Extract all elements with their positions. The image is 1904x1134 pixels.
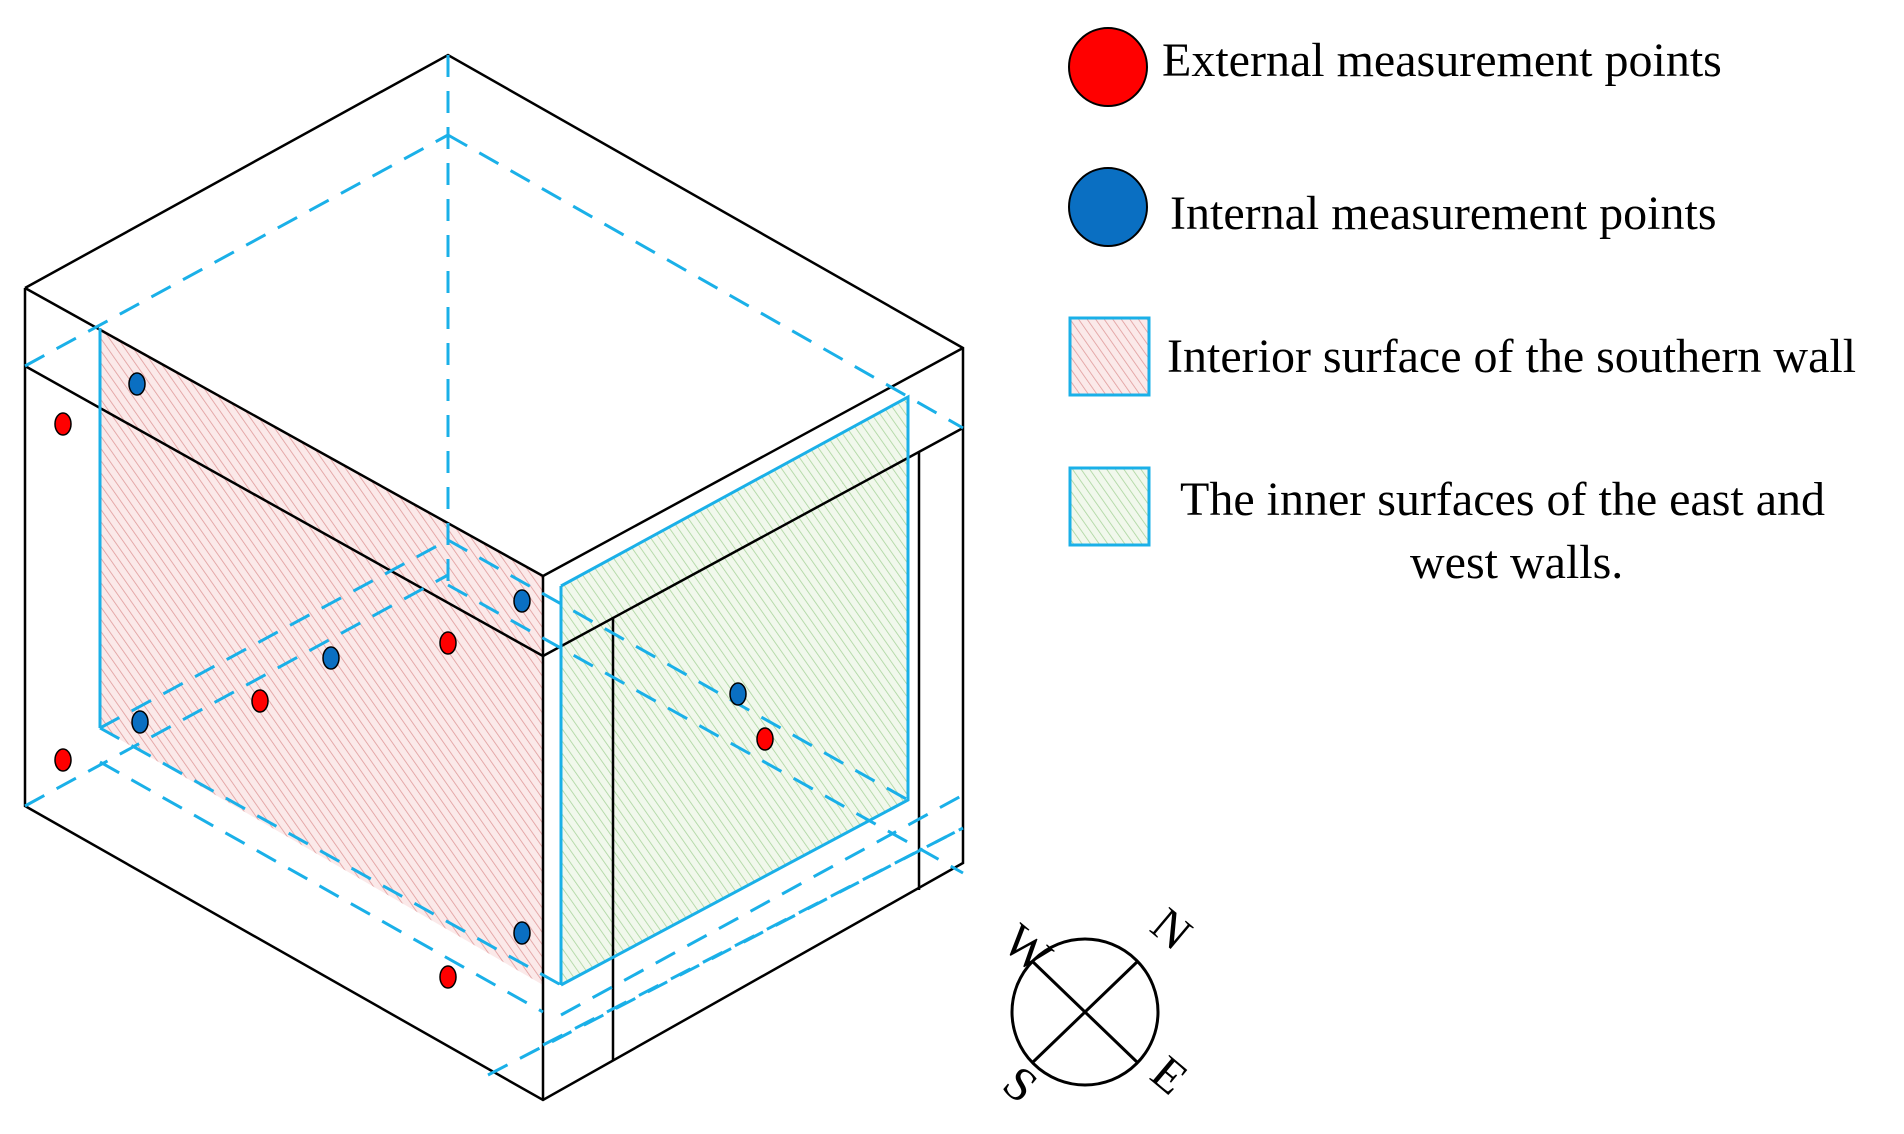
internal-point — [513, 589, 531, 613]
legend-east-west-label-line1: The inner surfaces of the east and — [1180, 473, 1825, 526]
internal-measurement-points — [128, 372, 747, 945]
external-point — [54, 412, 72, 436]
legend-east-west-swatch — [1068, 466, 1151, 547]
compass-n: N — [1141, 898, 1202, 961]
external-point — [251, 689, 269, 713]
external-point — [439, 631, 457, 655]
surface-outlines — [98, 328, 910, 987]
internal-point — [322, 646, 340, 670]
legend-south-wall-label: Interior surface of the southern wall — [1167, 330, 1856, 383]
internal-point — [128, 372, 146, 396]
legend-external-label: External measurement points — [1162, 34, 1722, 87]
compass-axis-ne-sw — [1030, 959, 1140, 1065]
internal-point — [729, 682, 747, 706]
legend-external-marker — [1068, 27, 1148, 107]
legend-south-wall-swatch — [1068, 316, 1151, 397]
external-measurement-points — [54, 412, 774, 989]
external-point — [756, 727, 774, 751]
internal-point — [131, 710, 149, 734]
legend-internal-marker — [1068, 167, 1148, 247]
south-wall-interior-surface — [100, 328, 543, 985]
legend-internal-label: Internal measurement points — [1170, 187, 1717, 240]
legend-east-west-label-line2: west walls. — [1410, 536, 1623, 589]
compass-e: E — [1141, 1046, 1198, 1105]
external-point — [54, 748, 72, 772]
legend: External measurement points Internal mea… — [1068, 27, 1856, 589]
internal-point — [513, 921, 531, 945]
compass: W N S E — [993, 898, 1202, 1114]
external-point — [439, 965, 457, 989]
